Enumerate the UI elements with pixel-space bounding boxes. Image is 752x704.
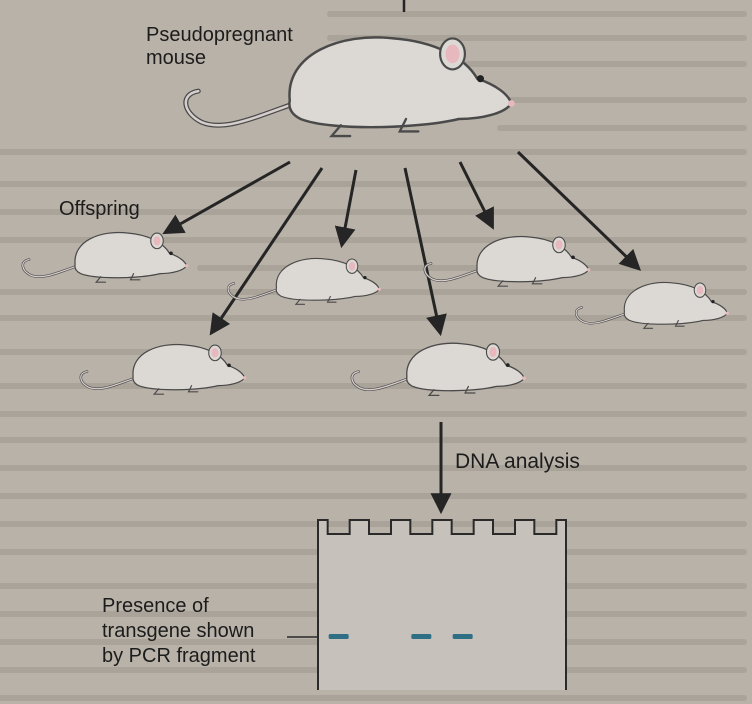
pcr-band <box>452 634 473 639</box>
gel-icon <box>317 519 567 690</box>
arrow-icon <box>209 167 324 336</box>
arrow-icon <box>516 150 642 271</box>
gel-bands <box>328 634 473 639</box>
pcr-band <box>328 634 349 639</box>
offspring-arrows <box>162 150 642 337</box>
arrow-icon <box>162 160 291 235</box>
offspring-mouse-icon <box>423 235 592 288</box>
arrow-icon <box>334 169 358 249</box>
offspring-label: Offspring <box>59 198 140 220</box>
mother-label: Pseudopregnant mouse <box>146 24 293 69</box>
gel-outline <box>317 519 567 690</box>
dna-analysis-label: DNA analysis <box>455 450 580 473</box>
arrow-icon <box>403 167 447 337</box>
pcr-band <box>411 634 432 639</box>
transgene-label: Presence of transgene shown by PCR fragm… <box>102 595 256 667</box>
arrow-icon <box>458 161 494 230</box>
background-text-lines <box>0 11 747 701</box>
